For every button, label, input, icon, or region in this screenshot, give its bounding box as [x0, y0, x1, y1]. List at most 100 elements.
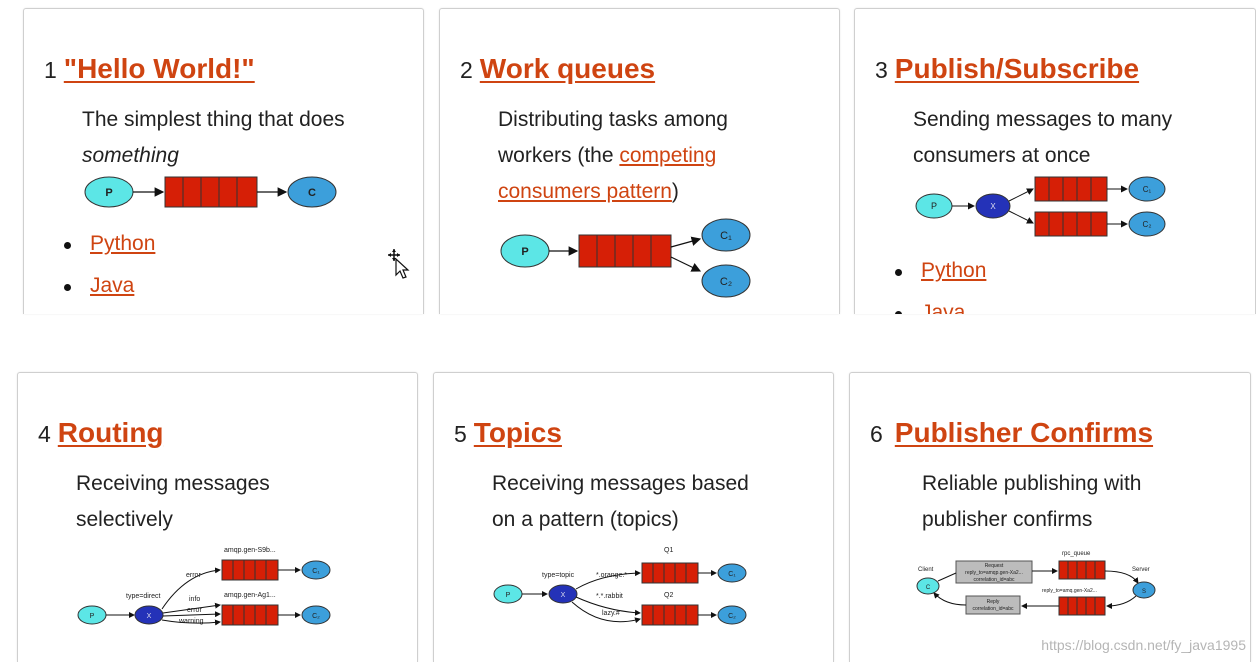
watermark: https://blog.csdn.net/fy_java1995 — [1041, 637, 1246, 653]
language-list: Python Java — [895, 259, 986, 314]
card-title-row: 5 Topics — [454, 417, 562, 449]
language-list: Python Java — [64, 232, 155, 314]
queue-2-name: Q2 — [664, 592, 673, 599]
description-line: consumers at once — [913, 144, 1091, 167]
rpc-queue-label: rpc_queue — [1062, 551, 1091, 557]
tutorial-card-6: 6 Publisher Confirms Reliable publishing… — [849, 372, 1251, 662]
description-line: publisher confirms — [922, 508, 1093, 531]
tutorial-description: Distributing tasks among workers (the co… — [498, 102, 728, 210]
tutorial-title-link[interactable]: Publish/Subscribe — [894, 53, 1140, 84]
description-suffix: ) — [671, 180, 679, 203]
description-line: workers (the — [498, 144, 620, 167]
consumer-2-label: C₂ — [1143, 220, 1152, 229]
exchange-node — [548, 584, 578, 604]
java-link[interactable]: Java — [90, 274, 135, 297]
queue-2-shape — [641, 604, 699, 626]
producer-label: P — [521, 246, 528, 258]
consumer-1-node — [717, 563, 747, 583]
tutorial-title-link[interactable]: Work queues — [479, 53, 656, 84]
consumer-2-node — [301, 605, 331, 625]
competing-consumers-link[interactable]: competing — [619, 144, 717, 167]
description-line: Reliable publishing with — [922, 472, 1142, 495]
card-title-row: 3 Publish/Subscribe — [875, 53, 1139, 85]
reply-queue-label: reply_to=amq.gen-Xa2... — [1042, 588, 1097, 594]
reply-text: correlation_id=abc — [973, 606, 1014, 612]
binding-label: lazy.# — [602, 610, 620, 617]
consumer-1-node — [301, 560, 331, 580]
queue-1-shape — [641, 562, 699, 584]
card-title-row: 2 Work queues — [460, 53, 655, 85]
tutorial-card-5: 5 Topics Receiving messages based on a p… — [433, 372, 834, 662]
description-line: Receiving messages — [76, 472, 270, 495]
tutorial-card-3: 3 Publish/Subscribe Sending messages to … — [854, 8, 1256, 314]
hello-world-diagram: P C — [84, 176, 337, 208]
publish-subscribe-diagram: P X C₁ C₂ — [915, 176, 1166, 237]
python-link[interactable]: Python — [921, 259, 987, 282]
description-line: The simplest thing that does — [82, 108, 345, 131]
description-line: Sending messages to many — [913, 108, 1173, 131]
tutorial-number: 3 — [875, 57, 888, 83]
tutorial-title-link[interactable]: Topics — [473, 417, 562, 448]
queue-1-name: amqp.gen-S9b... — [224, 547, 276, 554]
queue-2-shape — [1034, 211, 1108, 237]
list-item: Java — [895, 301, 986, 314]
consumer-node — [287, 176, 337, 208]
reply-text: Reply — [987, 599, 1000, 605]
topics-diagram: P type=topic X Q1 Q2 *.orange.* *.*.rabb… — [493, 547, 747, 626]
publisher-confirms-diagram: Client C Request reply_to=amqp.gen-Xa2..… — [916, 551, 1156, 616]
binding-label: info — [189, 596, 200, 603]
tutorial-description: Receiving messages based on a pattern (t… — [492, 466, 749, 538]
producer-label: P — [506, 592, 511, 599]
tutorial-title-link[interactable]: Routing — [57, 417, 164, 448]
producer-label: P — [931, 201, 937, 211]
consumer-2-node — [717, 605, 747, 625]
tutorial-number: 5 — [454, 421, 467, 447]
request-text: Request — [985, 563, 1004, 569]
tutorial-number: 1 — [44, 57, 57, 83]
request-text: reply_to=amqp.gen-Xa2... — [965, 570, 1023, 576]
reply-queue-shape — [1058, 596, 1106, 616]
consumer-1-node — [1128, 176, 1166, 202]
exchange-node — [975, 193, 1011, 219]
binding-label: *.orange.* — [596, 572, 627, 579]
consumer-2-node — [701, 264, 751, 298]
tutorial-card-4: 4 Routing Receiving messages selectively… — [17, 372, 418, 662]
consumer-2-label: C₂ — [312, 613, 320, 620]
binding-label: error — [187, 607, 202, 614]
producer-label: P — [105, 187, 112, 199]
tutorial-description: Reliable publishing with publisher confi… — [922, 466, 1141, 538]
consumer-1-label: C₁ — [720, 230, 732, 242]
exchange-label: X — [561, 592, 566, 599]
exchange-type-label: type=direct — [126, 593, 160, 600]
consumer-label: C — [308, 187, 316, 199]
binding-label: error — [186, 572, 201, 579]
card-title-row: 1 "Hello World!" — [44, 53, 255, 85]
tutorial-number: 4 — [38, 421, 51, 447]
binding-label: *.*.rabbit — [596, 593, 623, 600]
tutorial-number: 2 — [460, 57, 473, 83]
tutorial-card-2: 2 Work queues Distributing tasks among w… — [439, 8, 840, 314]
tutorial-card-1: 1 "Hello World!" The simplest thing that… — [23, 8, 424, 314]
description-line: Receiving messages based — [492, 472, 749, 495]
move-cursor-icon — [388, 249, 410, 279]
tutorial-title-link[interactable]: "Hello World!" — [63, 53, 255, 84]
consumer-2-node — [1128, 211, 1166, 237]
work-queues-diagram: P C₁ C₂ — [500, 218, 751, 298]
list-item: Python — [895, 259, 986, 301]
queue-shape — [578, 234, 672, 268]
queue-2-shape — [221, 604, 279, 626]
card-title-row: 4 Routing — [38, 417, 164, 449]
tutorial-description: Sending messages to many consumers at on… — [913, 102, 1172, 174]
tutorial-number: 6 — [870, 421, 883, 447]
queue-shape — [164, 176, 258, 208]
tutorial-title-link[interactable]: Publisher Confirms — [894, 417, 1154, 448]
python-link[interactable]: Python — [90, 232, 156, 255]
java-link[interactable]: Java — [921, 301, 966, 314]
server-node — [1132, 581, 1156, 599]
consumer-1-label: C₁ — [728, 571, 736, 578]
client-node-label: C — [926, 585, 931, 591]
list-item: Python — [64, 232, 155, 274]
description-line: on a pattern (topics) — [492, 508, 679, 531]
competing-consumers-link-cont[interactable]: consumers pattern — [498, 180, 672, 203]
exchange-type-label: type=topic — [542, 572, 575, 579]
